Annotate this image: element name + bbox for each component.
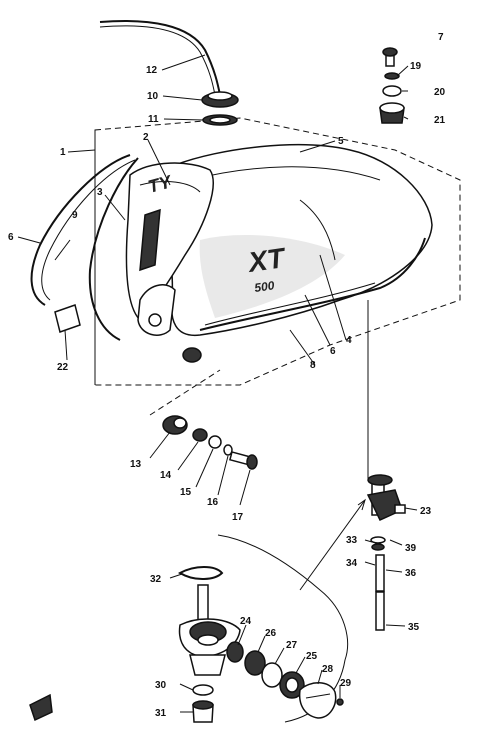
label-3: 3 [97, 187, 103, 198]
fuel-cock [366, 474, 406, 521]
part-labels: 12 10 11 1 2 3 5 6 9 4 6 8 22 7 19 20 21… [8, 32, 446, 719]
label-9: 9 [72, 210, 78, 221]
label-19: 19 [410, 61, 422, 72]
label-2: 2 [143, 132, 149, 143]
label-5: 5 [338, 136, 344, 147]
label-31: 31 [155, 708, 167, 719]
label-36: 36 [405, 568, 417, 579]
label-20: 20 [434, 87, 446, 98]
label-15: 15 [180, 487, 192, 498]
cushion-pad [54, 304, 81, 333]
cock-seal [226, 641, 244, 663]
label-33: 33 [346, 535, 358, 546]
cock-gasket-ring [177, 566, 224, 580]
label-23: 23 [420, 506, 432, 517]
label-27: 27 [286, 640, 298, 651]
corner-mark [29, 693, 53, 722]
label-21: 21 [434, 115, 446, 126]
mount-washer [384, 72, 400, 80]
tank-side-trim-left [30, 154, 131, 306]
tank-xt-lettering: XT [245, 242, 290, 278]
label-8: 8 [310, 360, 316, 371]
tank-lower-rail [199, 237, 426, 331]
fuel-strainer [375, 554, 385, 592]
cap-gasket [202, 114, 238, 126]
label-35: 35 [408, 622, 420, 633]
fuel-pipe [375, 591, 385, 631]
front-damper [162, 415, 188, 435]
cock-screw [336, 698, 344, 706]
label-6b: 6 [330, 346, 336, 357]
label-13: 13 [130, 459, 142, 470]
fuel-tank: TY XT 500 [125, 144, 433, 363]
mount-collar [382, 85, 402, 97]
label-12: 12 [146, 65, 158, 76]
leader-lines [17, 54, 418, 713]
label-34: 34 [346, 558, 358, 569]
label-26: 26 [265, 628, 277, 639]
label-7: 7 [438, 32, 444, 43]
cock-valve [244, 650, 266, 676]
label-4: 4 [346, 335, 352, 346]
label-1: 1 [60, 147, 66, 158]
label-32: 32 [150, 574, 162, 585]
front-collar [192, 428, 208, 442]
label-6: 6 [8, 232, 14, 243]
tank-model-lettering: 500 [253, 278, 275, 295]
label-29: 29 [340, 678, 352, 689]
label-28: 28 [322, 664, 334, 675]
cock-sediment-bowl [192, 684, 214, 723]
cock-body-detail [178, 584, 241, 676]
fuel-cock-oring [370, 536, 386, 544]
label-30: 30 [155, 680, 167, 691]
label-10: 10 [147, 91, 159, 102]
label-17: 17 [232, 512, 244, 523]
front-bolt [229, 451, 258, 470]
label-22: 22 [57, 362, 69, 373]
label-11: 11 [148, 114, 159, 125]
label-39: 39 [405, 543, 417, 554]
tank-side-trim-inner [88, 157, 139, 341]
label-24: 24 [240, 616, 252, 627]
mount-bolt [382, 47, 398, 67]
breather-hose [99, 19, 221, 96]
tank-group-outline [94, 117, 461, 386]
label-25: 25 [306, 651, 318, 662]
fuel-cap [201, 91, 239, 108]
label-16: 16 [207, 497, 219, 508]
front-washer [208, 435, 222, 449]
cock-lever [298, 682, 337, 719]
cock-packing [261, 662, 283, 688]
label-14: 14 [160, 470, 172, 481]
